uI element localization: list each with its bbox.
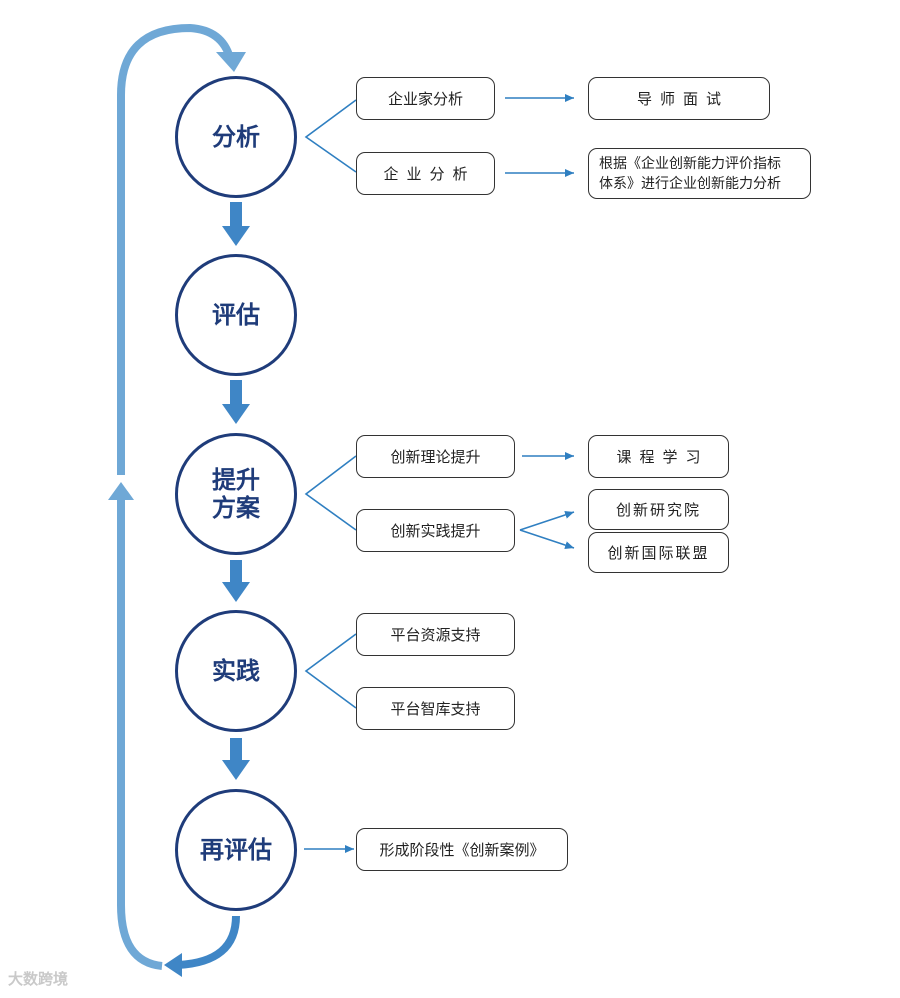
loop-arrowhead-left (108, 482, 134, 500)
return-arrowhead (164, 953, 182, 977)
link-practice-institute (519, 511, 575, 531)
flow-arrow-4 (222, 738, 250, 780)
stage-plan: 提升 方案 (175, 433, 297, 555)
box-platform-thinktank: 平台智库支持 (356, 687, 515, 730)
box-platform-resource: 平台资源支持 (356, 613, 515, 656)
box-innovation-index-analysis: 根据《企业创新能力评价指标 体系》进行企业创新能力分析 (588, 148, 811, 199)
flow-arrow-1 (222, 202, 250, 246)
stage-evaluation: 评估 (175, 254, 297, 376)
box-innovation-institute: 创新研究院 (588, 489, 729, 530)
loop-line-bottom (117, 500, 163, 970)
box-practice-improvement: 创新实践提升 (356, 509, 515, 552)
box-enterprise-analysis: 企业分析 (356, 152, 495, 195)
flow-arrow-3 (222, 560, 250, 602)
box-mentor-interview: 导师面试 (588, 77, 770, 120)
box-theory-improvement: 创新理论提升 (356, 435, 515, 478)
stage-reevaluation: 再评估 (175, 789, 297, 911)
stage-analysis: 分析 (175, 76, 297, 198)
return-curve (177, 915, 240, 969)
loop-arrowhead-top (216, 52, 246, 72)
branch-practice (304, 633, 357, 709)
stage-practice: 实践 (175, 610, 297, 732)
box-innovation-case: 形成阶段性《创新案例》 (356, 828, 568, 871)
link-practice-alliance (519, 529, 575, 549)
branch-plan (304, 455, 357, 531)
watermark-logo: 大数跨境 (8, 970, 69, 988)
loop-line (117, 23, 234, 475)
branch-analysis (304, 99, 357, 173)
flow-arrow-2 (222, 380, 250, 424)
box-course-study: 课程学习 (588, 435, 729, 478)
box-innovation-alliance: 创新国际联盟 (588, 532, 729, 573)
box-entrepreneur-analysis: 企业家分析 (356, 77, 495, 120)
